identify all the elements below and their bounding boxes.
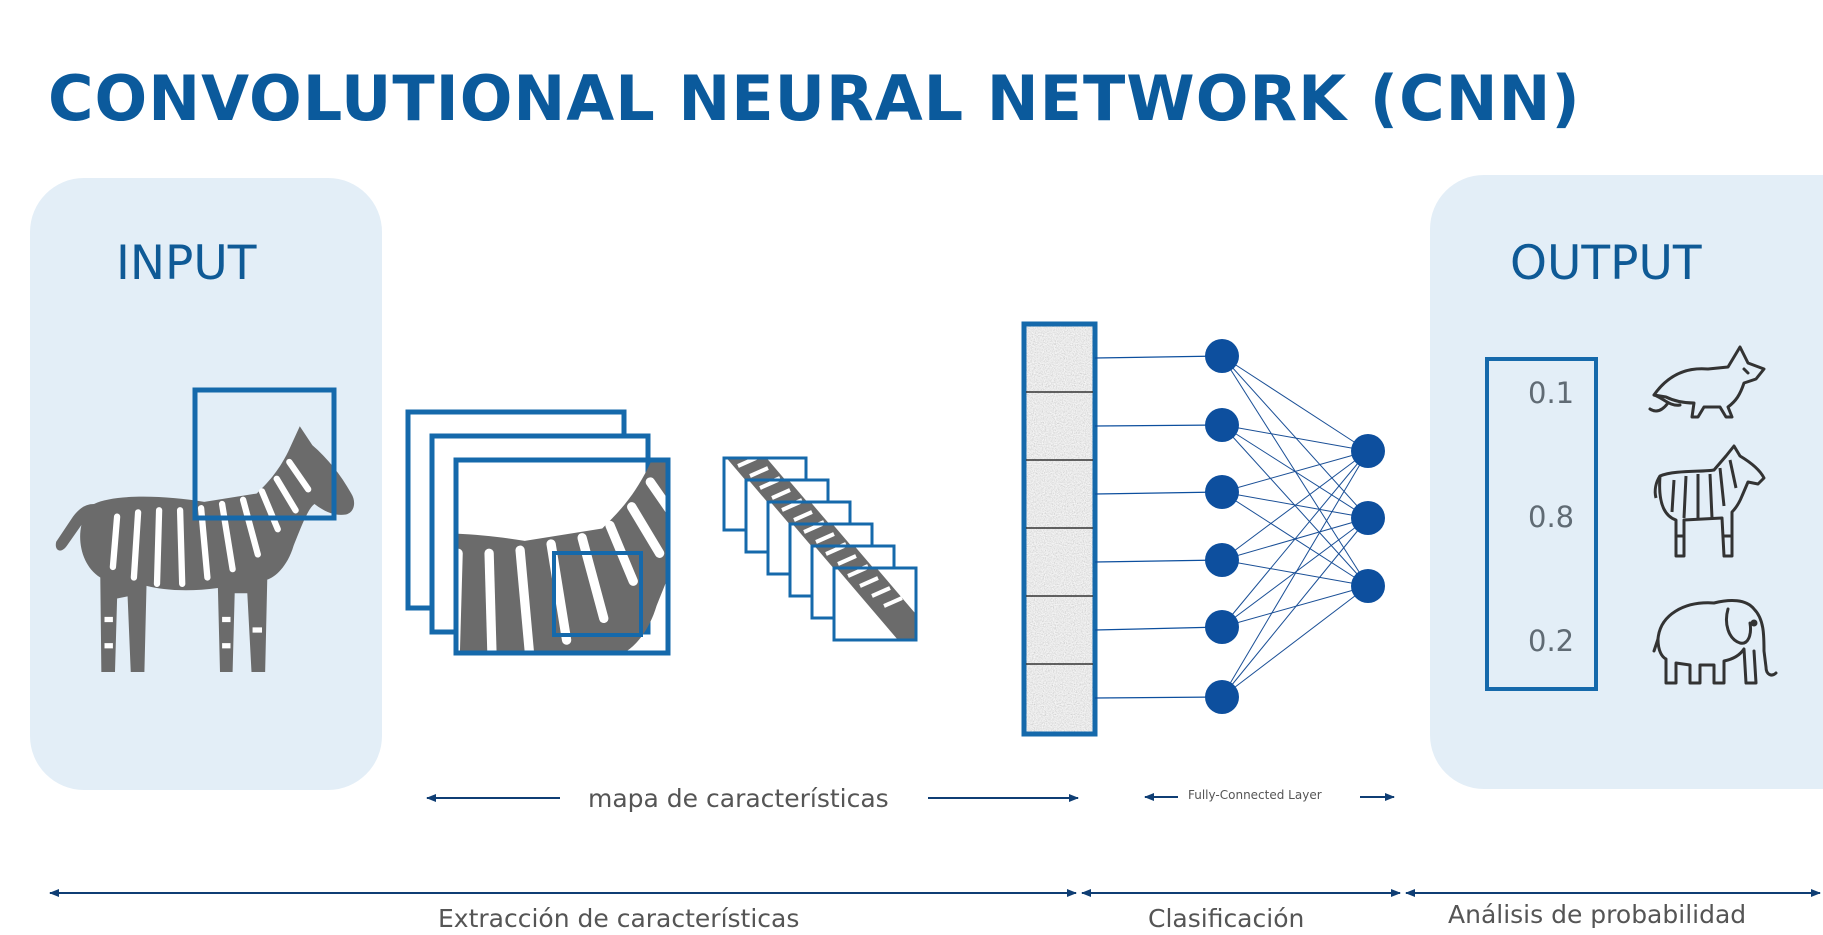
probability-box xyxy=(1485,357,1598,691)
extraction-label: Extracción de características xyxy=(438,904,800,933)
hidden-node xyxy=(1205,543,1239,577)
hidden-node xyxy=(1205,339,1239,373)
output-node xyxy=(1351,569,1385,603)
small-feature-map xyxy=(832,566,918,642)
input-receptive-field xyxy=(192,387,337,521)
probability-fox: 0.1 xyxy=(1528,376,1575,410)
input-connection xyxy=(1094,626,1223,631)
flattened-vector xyxy=(1021,321,1098,737)
fc-connection xyxy=(1221,450,1369,698)
fc-connection xyxy=(1221,450,1369,561)
input-connection xyxy=(1094,696,1223,699)
feature-map-stack-1 xyxy=(405,409,671,656)
hidden-node xyxy=(1205,475,1239,509)
output-panel xyxy=(1430,175,1823,789)
input-zebra-image xyxy=(56,426,354,672)
fc-connection xyxy=(1221,517,1369,698)
fc-connection xyxy=(1221,450,1369,628)
probability-zebra: 0.8 xyxy=(1528,500,1575,534)
fox-icon xyxy=(1648,345,1766,419)
fc-connection xyxy=(1221,585,1369,628)
output-node xyxy=(1351,434,1385,468)
input-title: INPUT xyxy=(116,236,257,291)
feature-map-stack-2 xyxy=(722,456,918,642)
output-title: OUTPUT xyxy=(1510,236,1702,291)
fc-connection xyxy=(1221,424,1369,452)
input-connection xyxy=(1094,355,1223,359)
fc-connection xyxy=(1221,355,1369,452)
fc-connection xyxy=(1221,450,1369,493)
diagram-title: CONVOLUTIONAL NEURAL NETWORK (CNN) xyxy=(48,62,1581,135)
fully-connected-network xyxy=(1094,339,1385,714)
input-connection xyxy=(1094,491,1223,495)
fc-connection xyxy=(1221,517,1369,628)
fc-connection xyxy=(1221,585,1369,698)
probability-label: Análisis de probabilidad xyxy=(1448,900,1747,929)
input-connection xyxy=(1094,424,1223,427)
hidden-node xyxy=(1205,610,1239,644)
hidden-node xyxy=(1205,680,1239,714)
classification-label: Clasificación xyxy=(1148,904,1305,933)
feature-map-label: mapa de características xyxy=(588,784,889,813)
elephant-icon xyxy=(1652,599,1778,685)
fully-connected-label: Fully-Connected Layer xyxy=(1188,788,1322,802)
probability-elephant: 0.2 xyxy=(1528,624,1575,658)
hidden-node xyxy=(1205,408,1239,442)
input-connection xyxy=(1094,559,1223,563)
output-node xyxy=(1351,501,1385,535)
fc-connection xyxy=(1221,355,1369,519)
zebra-output-icon xyxy=(1653,444,1766,558)
